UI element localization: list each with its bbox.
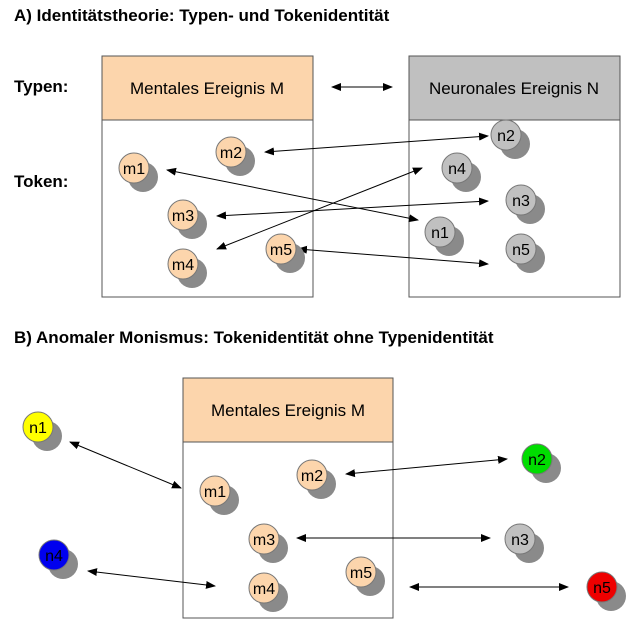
token-m4-a: m4 [167, 248, 207, 288]
token-label-n5-a: n5 [512, 242, 530, 259]
arrow-m5-n5 [297, 245, 489, 268]
token-m3-a: m3 [167, 199, 207, 239]
type-label-mental-b: Mentales Ereignis M [211, 401, 365, 420]
arrow-m4-n4 [216, 167, 423, 250]
token-label-n3-b: n3 [511, 532, 529, 549]
token-label-m5-b: m5 [350, 565, 372, 582]
token-label-m3-a: m3 [172, 208, 194, 225]
token-label-n3-a: n3 [512, 193, 530, 210]
token-m4-b: m4 [248, 572, 288, 612]
token-label-n2-a: n2 [497, 128, 515, 145]
arrow-m1-n1-b [69, 441, 182, 489]
section-b-heading: B) Anomaler Monismus: Tokenidentität ohn… [14, 328, 494, 347]
token-label-n5-b: n5 [593, 580, 611, 597]
arrow-m2-n2-b [345, 455, 508, 478]
token-m3-b: m3 [248, 523, 288, 563]
token-m2-a: m2 [215, 136, 255, 176]
token-n3-a: n3 [505, 184, 545, 224]
token-label-n1-b: n1 [29, 420, 47, 437]
token-m2-b: m2 [296, 459, 336, 499]
token-arrows-b [69, 441, 569, 591]
tokens-row-label: Token: [14, 172, 69, 191]
token-m5-a: m5 [265, 233, 305, 273]
token-label-n1-a: n1 [431, 225, 449, 242]
token-n2-a: n2 [490, 119, 530, 159]
token-label-m2-b: m2 [301, 468, 323, 485]
arrow-m4-n4-b [87, 568, 216, 589]
types-row-label: Typen: [14, 77, 69, 96]
token-label-m1-a: m1 [123, 161, 145, 178]
token-n5-b: n5 [586, 571, 626, 611]
token-n4-b: n4 [38, 539, 78, 579]
token-n2-b: n2 [521, 443, 561, 483]
token-n5-a: n5 [505, 233, 545, 273]
token-label-m2-a: m2 [220, 145, 242, 162]
token-label-m4-a: m4 [172, 257, 194, 274]
token-label-n2-b: n2 [528, 452, 546, 469]
token-m5-b: m5 [345, 556, 385, 596]
token-n1-a: n1 [424, 216, 464, 256]
token-arrows-a [166, 132, 489, 268]
token-label-n4-a: n4 [448, 161, 466, 178]
type-label-neural-a: Neuronales Ereignis N [429, 79, 599, 98]
type-label-mental-a: Mentales Ereignis M [130, 79, 284, 98]
token-label-m1-b: m1 [204, 484, 226, 501]
token-n3-b: n3 [504, 523, 544, 563]
token-label-m5-a: m5 [270, 242, 292, 259]
token-n4-a: n4 [441, 152, 481, 192]
token-label-n4-b: n4 [45, 548, 63, 565]
token-label-m3-b: m3 [253, 532, 275, 549]
arrow-m2-n2 [264, 132, 489, 156]
token-label-m4-b: m4 [253, 581, 275, 598]
section-a-heading: A) Identitätstheorie: Typen- und Tokenid… [14, 6, 390, 25]
token-m1-a: m1 [118, 152, 158, 192]
token-m1-b: m1 [199, 475, 239, 515]
token-n1-b: n1 [22, 411, 62, 451]
